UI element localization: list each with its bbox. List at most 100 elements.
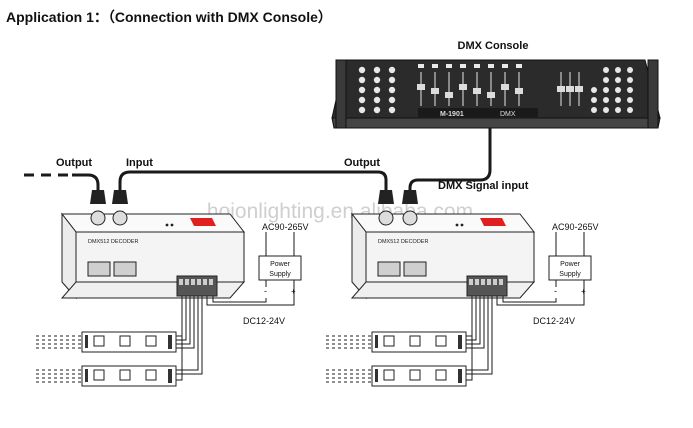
console-button bbox=[603, 77, 609, 83]
console-button bbox=[358, 76, 366, 84]
console-button bbox=[615, 87, 621, 93]
decoder-group-2: DMX512 DECODER AC90-265V Power Supply - … bbox=[326, 210, 599, 387]
console-left-buttons bbox=[358, 66, 396, 114]
console-button bbox=[627, 67, 633, 73]
output-label-left: Output bbox=[56, 157, 92, 169]
console-faders bbox=[417, 64, 523, 106]
xlr-plug-1 bbox=[90, 190, 106, 204]
console-button bbox=[603, 97, 609, 103]
console-button bbox=[603, 87, 609, 93]
decoder-box: DMX512 DECODER bbox=[60, 210, 246, 300]
console-button bbox=[591, 107, 597, 113]
console-button bbox=[373, 96, 381, 104]
fader-knob bbox=[566, 86, 574, 92]
console-button bbox=[615, 107, 621, 113]
led-strip bbox=[36, 365, 177, 387]
fader-knob bbox=[487, 92, 495, 98]
strip-wiring bbox=[464, 296, 493, 381]
console-button bbox=[591, 97, 597, 103]
led-strip bbox=[36, 331, 177, 353]
fader-knob bbox=[557, 86, 565, 92]
status-indicator bbox=[190, 218, 216, 226]
fader-knob bbox=[501, 84, 509, 90]
strip-wiring bbox=[174, 296, 203, 381]
fader-knob bbox=[431, 88, 439, 94]
console-button bbox=[591, 87, 597, 93]
console-button bbox=[358, 96, 366, 104]
power-supply-box bbox=[548, 255, 592, 281]
console-button bbox=[627, 107, 633, 113]
console-button bbox=[627, 97, 633, 103]
fader-track bbox=[448, 72, 450, 106]
power-wiring bbox=[206, 232, 295, 306]
fader-knob bbox=[417, 84, 425, 90]
cable-chain-link bbox=[118, 170, 388, 198]
console-button bbox=[627, 87, 633, 93]
console-button bbox=[388, 86, 396, 94]
power-supply-box bbox=[258, 255, 302, 281]
channel-button bbox=[488, 64, 494, 68]
power-wiring bbox=[496, 232, 585, 306]
led-strip bbox=[326, 331, 467, 353]
channel-button bbox=[446, 64, 452, 68]
console-button bbox=[615, 97, 621, 103]
fader-knob bbox=[473, 88, 481, 94]
channel-button bbox=[418, 64, 424, 68]
led-strip bbox=[326, 365, 467, 387]
console-button bbox=[358, 86, 366, 94]
console-button bbox=[373, 66, 381, 74]
console-button bbox=[603, 107, 609, 113]
channel-button bbox=[474, 64, 480, 68]
output-label-right: Output bbox=[344, 157, 380, 169]
power-supply-line1: Power bbox=[560, 261, 581, 268]
xlr-plug-4 bbox=[402, 190, 418, 204]
console-button bbox=[373, 76, 381, 84]
diagram-title: Application 1：（Connection with DMX Conso… bbox=[6, 9, 332, 25]
fader-knob bbox=[459, 84, 467, 90]
power-supply-line1: Power bbox=[270, 261, 291, 268]
cable-console-to-decoder bbox=[408, 128, 492, 198]
dc-voltage-label: DC12-24V bbox=[533, 316, 575, 326]
decoder-label: DMX512 DECODER bbox=[88, 239, 138, 245]
plus-sign: + bbox=[291, 287, 296, 296]
fader-knob bbox=[515, 88, 523, 94]
plus-sign: + bbox=[581, 287, 586, 296]
console-button bbox=[388, 76, 396, 84]
fader-track bbox=[490, 72, 492, 106]
input-label-left: Input bbox=[126, 157, 153, 169]
channel-button bbox=[432, 64, 438, 68]
console-button bbox=[358, 106, 366, 114]
decoder-group-1: DMX512 DECODER AC90-265V Power Supply - … bbox=[36, 210, 309, 387]
console-button bbox=[388, 106, 396, 114]
ac-voltage-label: AC90-265V bbox=[262, 222, 309, 232]
console-label: DMX Console bbox=[458, 40, 529, 52]
channel-button bbox=[502, 64, 508, 68]
console-button bbox=[373, 86, 381, 94]
decoder-box: DMX512 DECODER bbox=[350, 210, 536, 300]
console-button bbox=[388, 96, 396, 104]
minus-sign: - bbox=[554, 286, 557, 296]
console-brand: M-1901 bbox=[440, 111, 464, 118]
console-button bbox=[603, 67, 609, 73]
status-indicator bbox=[480, 218, 506, 226]
console-dmx-text: DMX bbox=[500, 111, 516, 118]
dmx-cables bbox=[24, 128, 492, 198]
xlr-plug-2 bbox=[112, 190, 128, 204]
console-button bbox=[627, 77, 633, 83]
dc-voltage-label: DC12-24V bbox=[243, 316, 285, 326]
power-supply-line2: Supply bbox=[269, 271, 291, 278]
ac-voltage-label: AC90-265V bbox=[552, 222, 599, 232]
fader-knob bbox=[575, 86, 583, 92]
xlr-plug-3 bbox=[378, 190, 394, 204]
dmx-console: M-1901 DMX bbox=[331, 59, 661, 129]
decoder-label: DMX512 DECODER bbox=[378, 239, 428, 245]
minus-sign: - bbox=[264, 286, 267, 296]
console-button bbox=[358, 66, 366, 74]
channel-button bbox=[516, 64, 522, 68]
console-right-buttons bbox=[557, 67, 633, 113]
fader-knob bbox=[445, 92, 453, 98]
channel-button bbox=[460, 64, 466, 68]
cable-left-output bbox=[72, 173, 100, 198]
console-button bbox=[615, 77, 621, 83]
